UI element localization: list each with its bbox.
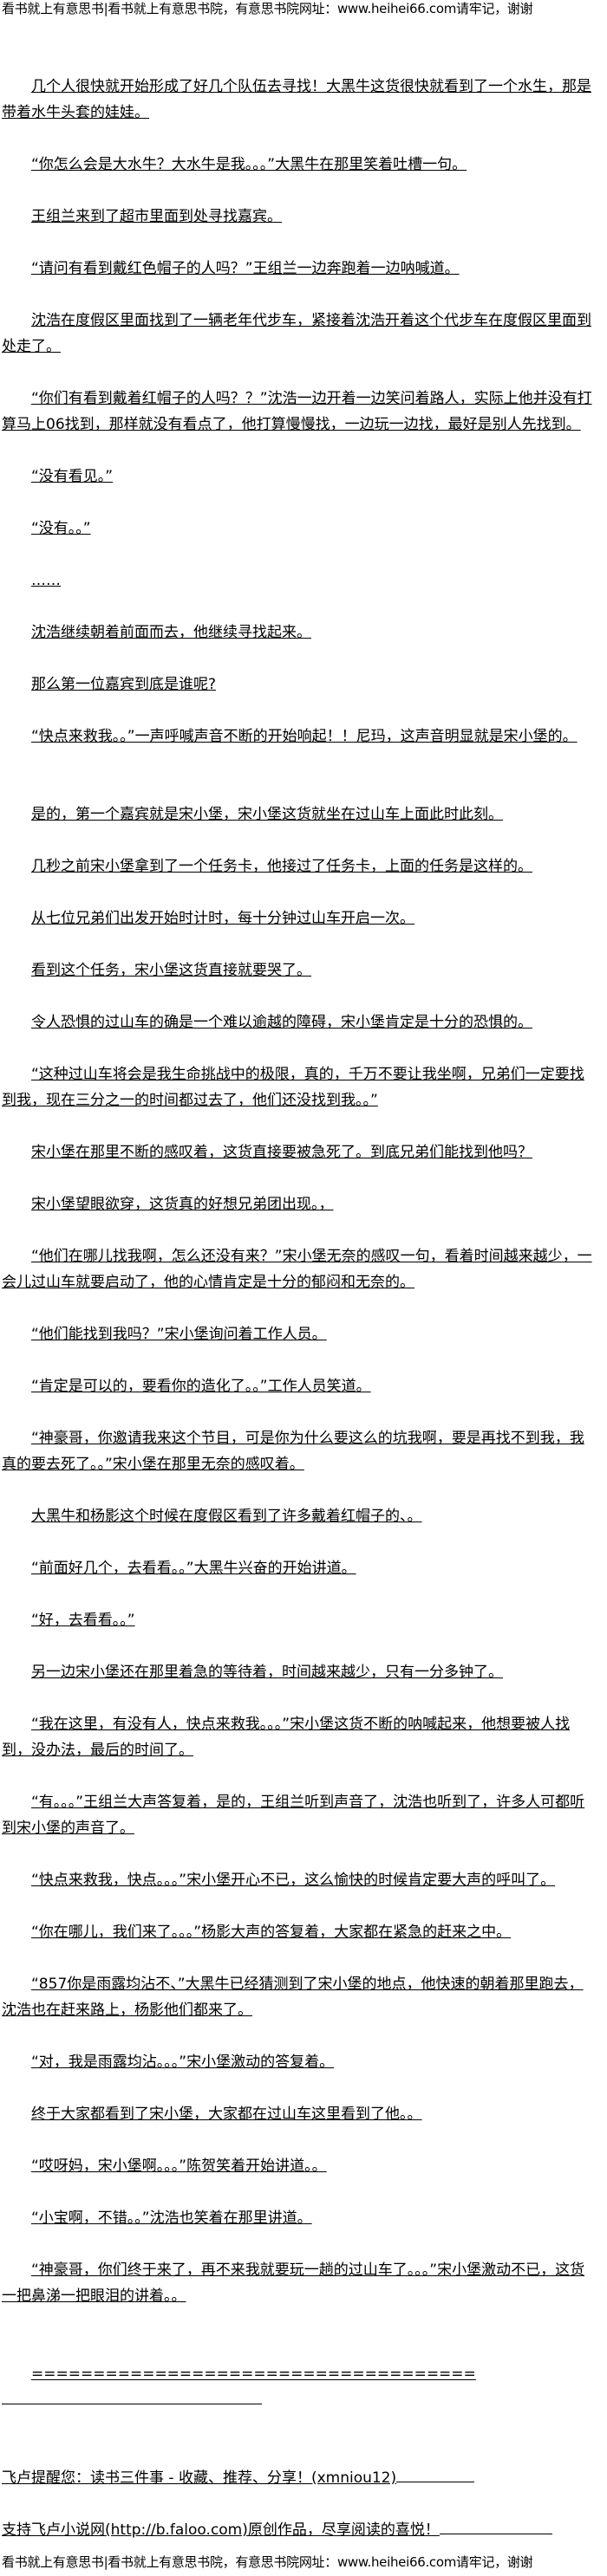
- paragraph: 沈浩在度假区里面找到了一辆老年代步车，紧接着沈浩开着这个代步车在度假区里面到处走…: [2, 308, 593, 360]
- paragraph: “没有看见。”: [2, 464, 593, 490]
- paragraph: “你们有看到戴着红帽子的人吗？？”沈浩一边开着一边笑问着路人，实际上他并没有打算…: [2, 386, 593, 438]
- support-notice: 支持飞卢小说网(http://b.faloo.com)原创作品，尽享阅读的喜悦！: [2, 2517, 593, 2543]
- paragraph-text: 沈浩在度假区里面找到了一辆老年代步车，紧接着沈浩开着这个代步车在度假区里面到处走…: [2, 312, 591, 355]
- paragraph-text: “他们在哪儿找我啊，怎么还没有来？”宋小堡无奈的感叹一句，看着时间越来越少，一会…: [2, 1248, 592, 1291]
- paragraph: 那么第一位嘉宾到底是谁呢?: [2, 672, 593, 698]
- paragraph-text: 王组兰来到了超市里面到处寻找嘉宾。: [31, 208, 282, 225]
- support-link-text[interactable]: 支持飞卢小说网(http://b.faloo.com)原创作品，尽享阅读的喜悦！: [2, 2521, 440, 2539]
- paragraph: “我在这里，有没有人，快点来救我。。。”宋小堡这货不断的呐喊起来，他想要被人找到…: [2, 1711, 593, 1763]
- paragraph: 王组兰来到了超市里面到处寻找嘉宾。: [2, 204, 593, 230]
- paragraph: 令人恐惧的过山车的确是一个难以逾越的障碍，宋小堡肯定是十分的恐惧的。: [2, 1009, 593, 1035]
- paragraph: “小宝啊，不错。。”沈浩也笑着在那里讲道。: [2, 2205, 593, 2231]
- paragraph-text: 从七位兄弟们出发开始时计时，每十分钟过山车开启一次。: [31, 910, 414, 927]
- paragraph-text: 另一边宋小堡还在那里着急的等待着，时间越来越少，只有一分多钟了。: [31, 1664, 503, 1681]
- paragraph-text: “请问有看到戴红色帽子的人吗？”王组兰一边奔跑着一边呐喊道。: [31, 260, 460, 277]
- paragraph: 终于大家都看到了宋小堡，大家都在过山车这里看到了他。。: [2, 2101, 593, 2127]
- paragraph-text: 令人恐惧的过山车的确是一个难以逾越的障碍，宋小堡肯定是十分的恐惧的。: [31, 1014, 532, 1031]
- paragraph-text: “好，去看看。。”: [31, 1612, 135, 1629]
- paragraph-text: “对，我是雨露均沾。。。”宋小堡激动的答复着。: [31, 2054, 335, 2071]
- paragraph-text: “快点来救我。。”一声呼喊声音不断的开始响起！！尼玛，这声音明显就是宋小堡的。: [31, 728, 578, 745]
- paragraph-text: “快点来救我，快点。。。”宋小堡开心不已，这么愉快的时候肯定要大声的呼叫了。: [31, 1872, 556, 1889]
- paragraph: “哎呀妈，宋小堡啊。。。”陈贺笑着开始讲道。。: [2, 2153, 593, 2179]
- paragraph-text: “这种过山车将会是我生命挑战中的极限，真的，千万不要让我坐啊，兄弟们一定要找到我…: [2, 1066, 584, 1109]
- paragraph: 是的，第一个嘉宾就是宋小堡，宋小堡这货就坐在过山车上面此时此刻。: [2, 801, 593, 827]
- paragraph: ……: [2, 568, 593, 594]
- paragraph-text: 宋小堡望眼欲穿，这货真的好想兄弟团出现。，: [31, 1196, 334, 1213]
- paragraph: “没有。。”: [2, 516, 593, 542]
- paragraph-text: “小宝啊，不错。。”沈浩也笑着在那里讲道。: [31, 2209, 312, 2227]
- paragraph-text: “857你是雨露均沾不、”大黑牛已经猜测到了宋小堡的地点，他快速的朝着那里跑去，…: [2, 1976, 584, 2019]
- paragraph-text: “有。。。”王组兰大声答复着，是的，王组兰听到声音了，沈浩也听到了，许多人可都听…: [2, 1794, 585, 1837]
- paragraph: “前面好几个，去看看。。”大黑牛兴奋的开始讲道。: [2, 1555, 593, 1581]
- separator-line: ====================================: [2, 2361, 593, 2413]
- paragraph-text: “你们有看到戴着红帽子的人吗？？”沈浩一边开着一边笑问着路人，实际上他并没有打算…: [2, 390, 592, 433]
- paragraph-text: 那么第一位嘉宾到底是谁呢?: [31, 676, 217, 693]
- paragraph: “这种过山车将会是我生命挑战中的极限，真的，千万不要让我坐啊，兄弟们一定要找到我…: [2, 1061, 593, 1113]
- paragraph-text: 终于大家都看到了宋小堡，大家都在过山车这里看到了他。。: [31, 2106, 422, 2123]
- site-banner-top: 看书就上有意思书|看书就上有意思书院，有意思书院网址：www.heihei66.…: [2, 1, 533, 16]
- chapter-body: 几个人很快就开始形成了好几个队伍去寻找！大黑牛这货很快就看到了一个水生，那是带着…: [2, 74, 593, 2543]
- paragraph-text: “他们能找到我吗？”宋小堡询问着工作人员。: [31, 1326, 327, 1343]
- paragraph: “有。。。”王组兰大声答复着，是的，王组兰听到声音了，沈浩也听到了，许多人可都听…: [2, 1789, 593, 1841]
- paragraph: “肯定是可以的，要看你的造化了。。”工作人员笑道。: [2, 1373, 593, 1399]
- paragraph: “857你是雨露均沾不、”大黑牛已经猜测到了宋小堡的地点，他快速的朝着那里跑去，…: [2, 1971, 593, 2023]
- paragraph: 宋小堡望眼欲穿，这货真的好想兄弟团出现。，: [2, 1191, 593, 1217]
- paragraph: 大黑牛和杨影这个时候在度假区看到了许多戴着红帽子的、。: [2, 1503, 593, 1529]
- paragraph: 宋小堡在那里不断的感叹着，这货直接要被急死了。到底兄弟们能找到他吗？: [2, 1139, 593, 1165]
- paragraph: “快点来救我，快点。。。”宋小堡开心不已，这么愉快的时候肯定要大声的呼叫了。: [2, 1867, 593, 1893]
- paragraph-text: 沈浩继续朝着前面而去，他继续寻找起来。: [31, 624, 311, 641]
- paragraph: 从七位兄弟们出发开始时计时，每十分钟过山车开启一次。: [2, 905, 593, 931]
- paragraph-text: “前面好几个，去看看。。”大黑牛兴奋的开始讲道。: [31, 1560, 356, 1577]
- paragraph-text: 大黑牛和杨影这个时候在度假区看到了许多戴着红帽子的、。: [31, 1508, 422, 1525]
- paragraph-text: “你怎么会是大水牛？大水牛是我。。。”大黑牛在那里笑着吐槽一句。: [31, 156, 467, 173]
- paragraph: “好，去看看。。”: [2, 1607, 593, 1633]
- paragraph: “请问有看到戴红色帽子的人吗？”王组兰一边奔跑着一边呐喊道。: [2, 256, 593, 282]
- paragraph: 另一边宋小堡还在那里着急的等待着，时间越来越少，只有一分多钟了。: [2, 1659, 593, 1685]
- paragraph: 看到这个任务，宋小堡这货直接就要哭了。: [2, 957, 593, 983]
- paragraph: “对，我是雨露均沾。。。”宋小堡激动的答复着。: [2, 2049, 593, 2075]
- paragraph-text: 几个人很快就开始形成了好几个队伍去寻找！大黑牛这货很快就看到了一个水生，那是带着…: [2, 78, 591, 121]
- paragraph-text: “肯定是可以的，要看你的造化了。。”工作人员笑道。: [31, 1378, 371, 1395]
- paragraph: “快点来救我。。”一声呼喊声音不断的开始响起！！尼玛，这声音明显就是宋小堡的。: [2, 723, 593, 749]
- paragraph-text: “神豪哥，你们终于来了，再不来我就要玩一趟的过山车了。。。”宋小堡激动不已，这货…: [2, 2261, 585, 2305]
- paragraph-text: “没有。。”: [31, 520, 91, 537]
- paragraph-text: “神豪哥，你邀请我来这个节目，可是你为什么要这么的坑我啊，要是再找不到我，我真的…: [2, 1430, 584, 1473]
- paragraph-text: ……: [31, 572, 61, 589]
- paragraph: “你在哪儿，我们来了。。。”杨影大声的答复着，大家都在紧急的赶来之中。: [2, 1919, 593, 1945]
- paragraph: “他们能找到我吗？”宋小堡询问着工作人员。: [2, 1321, 593, 1347]
- paragraph: “你怎么会是大水牛？大水牛是我。。。”大黑牛在那里笑着吐槽一句。: [2, 152, 593, 178]
- paragraph-text: 是的，第一个嘉宾就是宋小堡，宋小堡这货就坐在过山车上面此时此刻。: [31, 806, 503, 823]
- paragraph: “神豪哥，你邀请我来这个节目，可是你为什么要这么的坑我啊，要是再找不到我，我真的…: [2, 1425, 593, 1477]
- paragraph-text: 宋小堡在那里不断的感叹着，这货直接要被急死了。到底兄弟们能找到他吗？: [31, 1144, 532, 1161]
- separator-text: ====================================: [31, 2365, 476, 2383]
- site-banner-bottom: 看书就上有意思书|看书就上有意思书院，有意思书院网址：www.heihei66.…: [2, 2554, 533, 2570]
- paragraph: 几个人很快就开始形成了好几个队伍去寻找！大黑牛这货很快就看到了一个水生，那是带着…: [2, 74, 593, 126]
- paragraph-text: “我在这里，有没有人，快点来救我。。。”宋小堡这货不断的呐喊起来，他想要被人找到…: [2, 1716, 571, 1759]
- paragraph-text: 几秒之前宋小堡拿到了一个任务卡，他接过了任务卡，上面的任务是这样的。: [31, 858, 532, 875]
- reading-notice: 飞卢提醒您：读书三件事 - 收藏、推荐、分享！(xmniou12): [2, 2465, 593, 2491]
- paragraph-text: “你在哪儿，我们来了。。。”杨影大声的答复着，大家都在紧急的赶来之中。: [31, 1924, 512, 1941]
- notice-text: 飞卢提醒您：读书三件事 - 收藏、推荐、分享！(xmniou12): [2, 2469, 397, 2487]
- paragraph-text: “没有看见。”: [31, 468, 114, 485]
- paragraph: “神豪哥，你们终于来了，再不来我就要玩一趟的过山车了。。。”宋小堡激动不已，这货…: [2, 2257, 593, 2309]
- paragraph-text: “哎呀妈，宋小堡啊。。。”陈贺笑着开始讲道。。: [31, 2157, 327, 2175]
- paragraph: 沈浩继续朝着前面而去，他继续寻找起来。: [2, 620, 593, 646]
- paragraph-text: 看到这个任务，宋小堡这货直接就要哭了。: [31, 962, 311, 979]
- paragraph: “他们在哪儿找我啊，怎么还没有来？”宋小堡无奈的感叹一句，看着时间越来越少，一会…: [2, 1243, 593, 1295]
- paragraph: 几秒之前宋小堡拿到了一个任务卡，他接过了任务卡，上面的任务是这样的。: [2, 853, 593, 879]
